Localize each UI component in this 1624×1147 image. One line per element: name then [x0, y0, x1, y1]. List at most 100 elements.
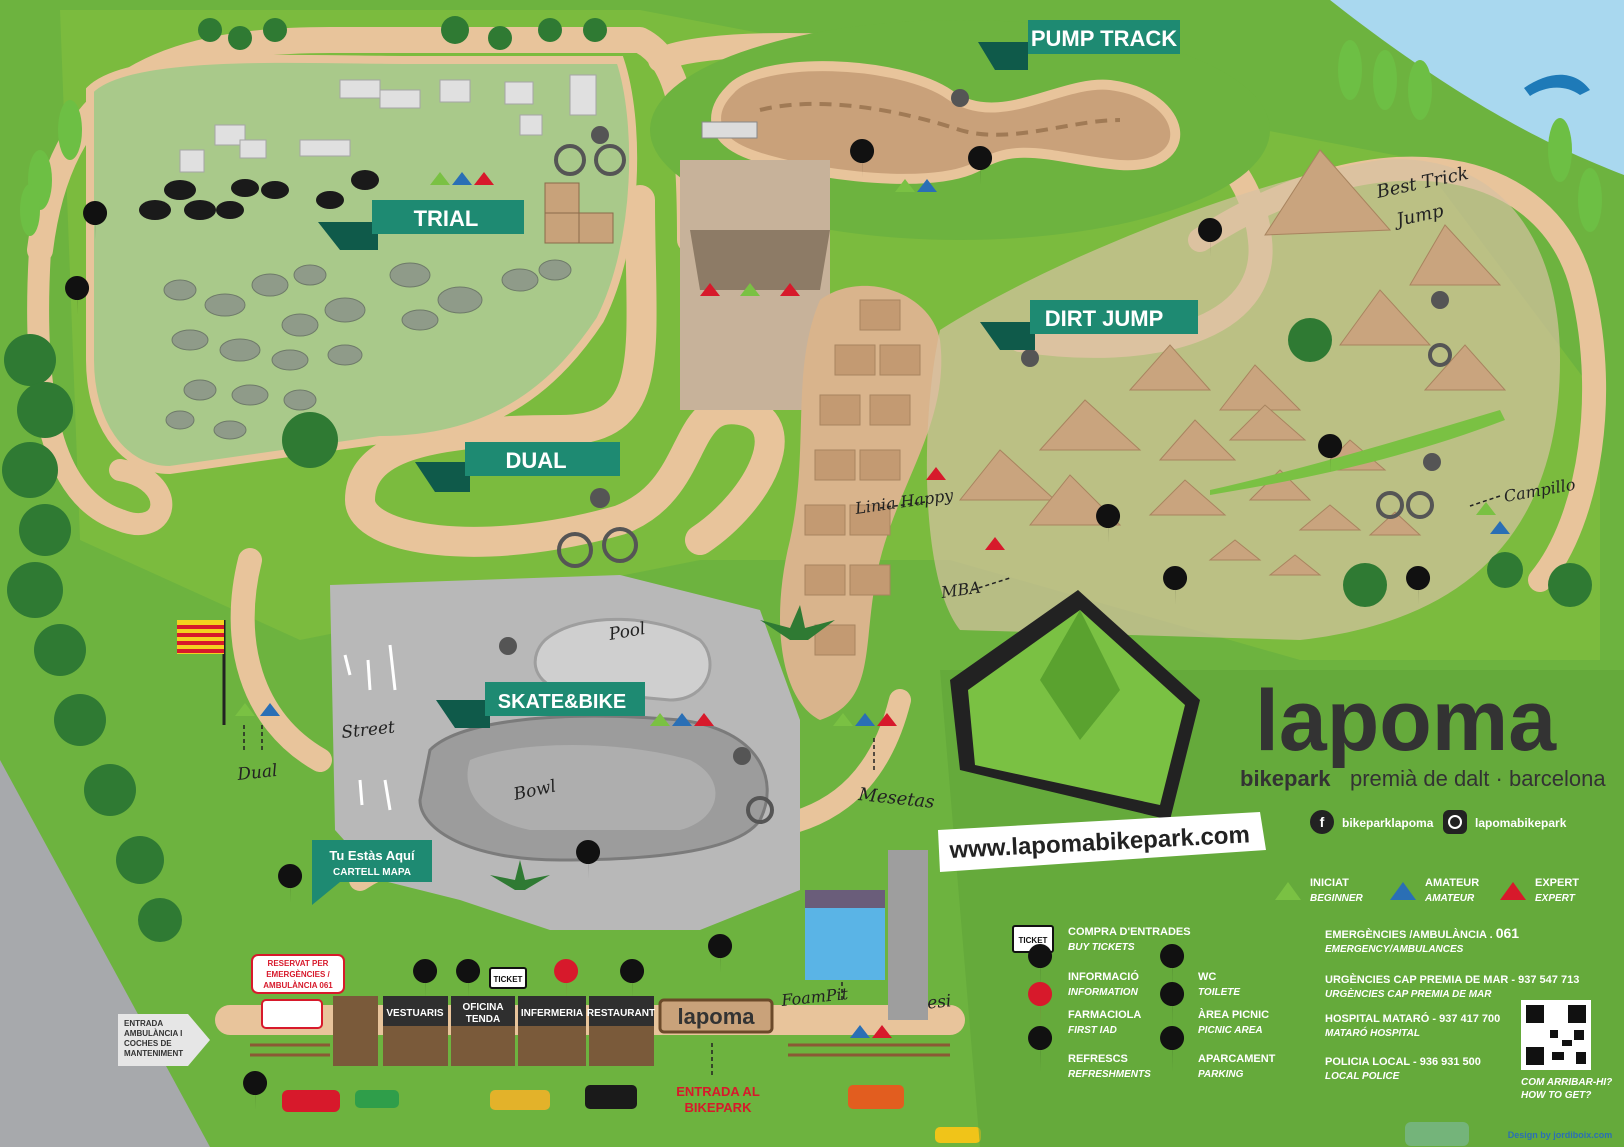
legend-buy-tickets-sub: BUY TICKETS — [1068, 942, 1135, 953]
legend-first-aid-icon — [1028, 982, 1053, 1028]
wood-crates — [544, 182, 614, 244]
ambulance-entry-sign: ENTRADA AMBULÀNCIA I COCHES DE MANTENIME… — [118, 1014, 210, 1066]
contact-emergency-sub: EMERGENCY/AMBULANCES — [1325, 944, 1464, 955]
svg-text:POLICIA LOCAL - 936 931 500: POLICIA LOCAL - 936 931 500 — [1325, 1056, 1481, 1068]
qr-code[interactable] — [1521, 1000, 1591, 1070]
facebook-icon[interactable] — [1310, 810, 1334, 834]
svg-text:TICKET: TICKET — [494, 975, 523, 984]
instagram-icon[interactable] — [1443, 810, 1467, 834]
svg-text:MANTENIMENT: MANTENIMENT — [124, 1049, 183, 1058]
difficulty-tents — [235, 172, 1510, 1038]
contact-police-sub: LOCAL POLICE — [1325, 1071, 1400, 1082]
svg-text:HOSPITAL MATARÓ - 937 417 700: HOSPITAL MATARÓ - 937 417 700 — [1325, 1012, 1500, 1025]
qr-label-2: HOW TO GET? — [1521, 1090, 1591, 1101]
svg-text:f: f — [1320, 814, 1325, 830]
zone-title-pump-track: PUMP TRACK — [1031, 26, 1177, 51]
level-beginner-label: INICIAT — [1310, 877, 1349, 889]
brand-name: lapoma — [1255, 673, 1557, 769]
legend-info-icon — [1028, 944, 1053, 990]
jump-blocks — [804, 299, 921, 656]
you-are-here-subtitle: CARTELL MAPA — [333, 867, 411, 878]
level-expert-sub: EXPERT — [1535, 893, 1576, 904]
legend-buy-tickets-label: COMPRA D'ENTRADES — [1068, 926, 1191, 938]
level-beginner-sub: BEGINNER — [1310, 893, 1364, 904]
design-credit: Design by jordiboix.com — [1508, 1130, 1613, 1140]
entrance-sign-logo: lapoma — [677, 1004, 755, 1029]
skate-bowl-inner — [467, 745, 716, 830]
building-restaurant: RESTAURANT — [587, 1008, 655, 1019]
instagram-handle[interactable]: lapomabikepark — [1475, 816, 1567, 830]
legend-picnic-icon — [1160, 982, 1185, 1028]
legend-drinks-icon — [1028, 1026, 1053, 1072]
emergency-contacts: EMERGÈNCIES /AMBULÀNCIA . 061 EMERGENCY/… — [1325, 925, 1579, 1082]
catalan-flag — [177, 620, 226, 725]
zone-title-dual: DUAL — [505, 448, 566, 473]
svg-text:EMERGÈNCIES /: EMERGÈNCIES / — [266, 970, 330, 979]
zone-title-dirt-jump: DIRT JUMP — [1045, 306, 1164, 331]
legend-parking-icon — [1160, 1026, 1185, 1072]
legend-picnic-label: ÀREA PICNIC — [1198, 1008, 1269, 1021]
legend-first-aid-sub: FIRST IAD — [1068, 1025, 1117, 1036]
reserved-emergency: RESERVAT PER EMERGÈNCIES / AMBULÀNCIA 06… — [251, 954, 345, 994]
buildings: VESTUARIS OFICINA TENDA INFERMERIA RESTA… — [333, 996, 774, 1066]
zone-title-trial: TRIAL — [414, 206, 479, 231]
banner-dirt-jump: DIRT JUMP — [980, 300, 1198, 350]
skate-pool — [533, 617, 712, 702]
legend-first-aid-label: FARMACIOLA — [1068, 1009, 1141, 1021]
you-are-here-title: Tu Estàs Aquí — [329, 848, 415, 863]
facebook-handle[interactable]: bikeparklapoma — [1342, 816, 1434, 830]
dirt-jumps — [958, 149, 1507, 576]
legend-info-label: INFORMACIÓ — [1068, 970, 1139, 983]
ambulance-icon — [261, 999, 323, 1029]
qr-label-1: COM ARRIBAR-HI? — [1521, 1077, 1612, 1088]
building-tenda: TENDA — [466, 1014, 500, 1025]
svg-text:AMBULÀNCIA 061: AMBULÀNCIA 061 — [263, 981, 333, 990]
trees — [2, 16, 1602, 942]
palm-trees — [490, 605, 835, 890]
tent-expert-icon — [1500, 882, 1526, 900]
svg-text:EMERGÈNCIES /AMBULÀNCIA . 061: EMERGÈNCIES /AMBULÀNCIA . 061 — [1325, 925, 1519, 941]
entrance-label-2: BIKEPARK — [685, 1100, 753, 1115]
first-aid-pin-icon — [554, 959, 579, 998]
start-roof — [701, 121, 758, 139]
rider-silhouettes — [554, 144, 1452, 824]
legend-wc-sub: TOILETE — [1198, 987, 1240, 998]
zone-title-skate-bike: SKATE&BIKE — [498, 691, 627, 713]
rider-bodies — [499, 89, 1449, 765]
trial-rocks — [163, 259, 572, 440]
tent-amateur-icon — [1390, 882, 1416, 900]
legend-drinks-label: REFRESCS — [1068, 1053, 1128, 1065]
social-links: f bikeparklapoma lapomabikepark — [1310, 810, 1567, 834]
start-gates — [690, 230, 830, 290]
note-dual: Dual — [235, 761, 278, 785]
svg-text:COCHES DE: COCHES DE — [124, 1039, 172, 1048]
banner-pump-track: PUMP TRACK — [978, 20, 1180, 70]
legend-drinks-sub: REFRESHMENTS — [1068, 1069, 1151, 1080]
sea-wave — [1524, 74, 1590, 96]
building-infermeria: INFERMERIA — [521, 1008, 583, 1019]
banner-dual: DUAL — [415, 442, 620, 492]
svg-text:URGÈNCIES CAP PREMIA DE MAR -: URGÈNCIES CAP PREMIA DE MAR - 937 547 71… — [1325, 973, 1579, 986]
contact-cap-sub: URGÈNCIES CAP PREMIA DE MAR — [1325, 987, 1492, 1000]
facilities-legend: TICKET COMPRA D'ENTRADES BUY TICKETS INF… — [1012, 925, 1276, 1080]
trial-tyres — [139, 170, 379, 220]
entrance-label-1: ENTRADA AL — [676, 1084, 760, 1099]
svg-text:AMBULÀNCIA I: AMBULÀNCIA I — [124, 1029, 182, 1038]
fences — [250, 1043, 950, 1057]
banner-trial: TRIAL — [318, 200, 524, 250]
ticket-icon — [489, 967, 527, 989]
brand-sub-location: premià de dalt · barcelona — [1350, 766, 1606, 791]
svg-text:RESERVAT PER: RESERVAT PER — [268, 959, 329, 968]
map-pins — [65, 139, 1431, 1110]
legend-wc-label: WC — [1198, 971, 1216, 983]
level-amateur-sub: AMATEUR — [1424, 893, 1475, 904]
you-are-here-sign: Tu Estàs Aquí CARTELL MAPA — [312, 840, 432, 905]
street-obstacles — [343, 644, 397, 811]
building-vestuaris: VESTUARIS — [386, 1008, 444, 1019]
level-expert-label: EXPERT — [1535, 877, 1579, 889]
legend-parking-label: APARCAMENT — [1198, 1053, 1276, 1065]
green-strip — [1210, 410, 1505, 495]
building-oficina: OFICINA — [462, 1002, 503, 1013]
svg-text:ENTRADA: ENTRADA — [124, 1019, 163, 1028]
brand-sub-bikepark: bikepark — [1240, 766, 1331, 791]
